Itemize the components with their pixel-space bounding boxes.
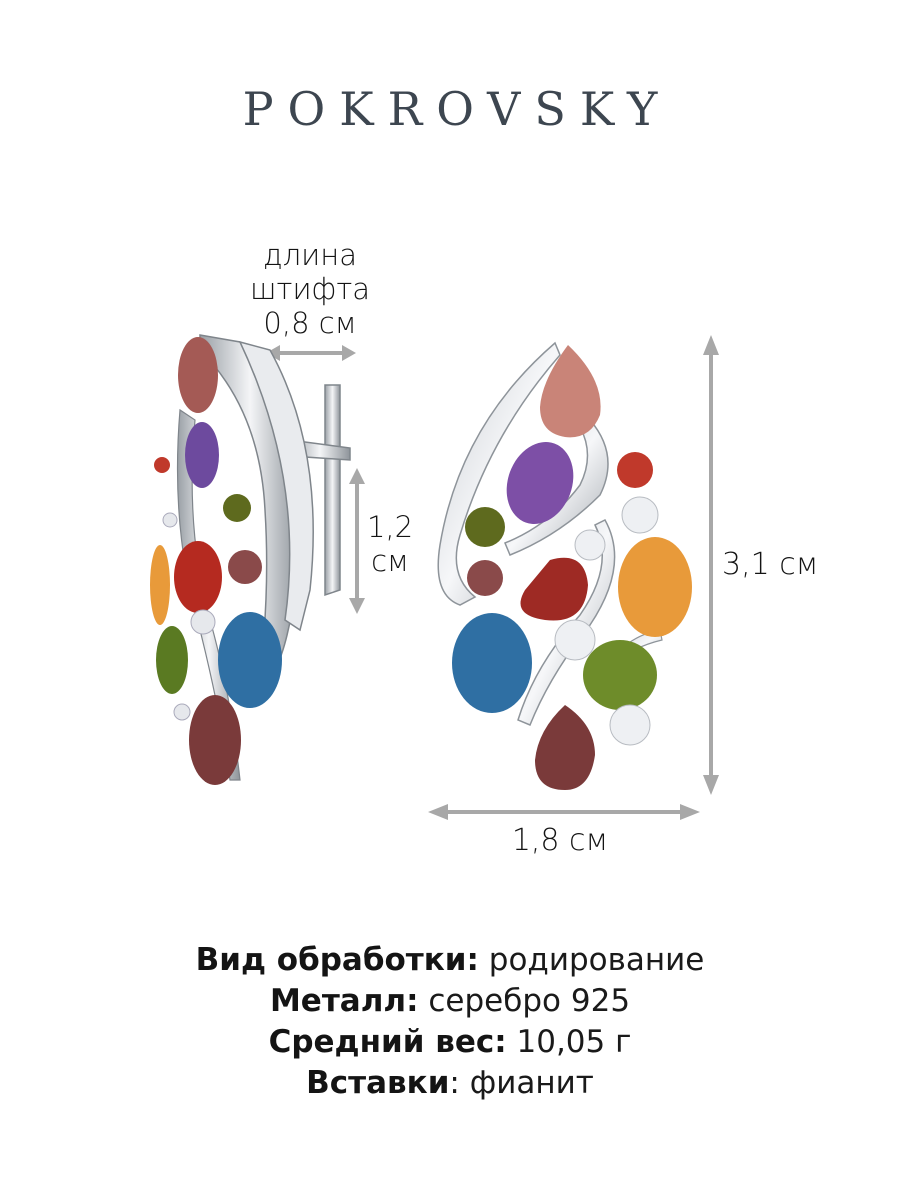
spec-weight-key: Средний вес:	[268, 1024, 507, 1060]
spec-weight-value: 10,05 г	[506, 1024, 632, 1060]
spec-inserts-key: Вставки	[306, 1065, 450, 1101]
pin-length-line2: штифта	[249, 272, 371, 306]
spec-finish: Вид обработки: родирование	[0, 940, 900, 981]
clasp-height-value: 1,2	[366, 510, 414, 544]
pin-length-arrow	[266, 345, 356, 361]
product-specs: Вид обработки: родирование Металл: сереб…	[0, 940, 900, 1104]
earring-side-view-image	[150, 334, 351, 785]
pin-length-line3: 0,8 см	[263, 306, 357, 340]
clasp-height-arrow	[349, 468, 365, 614]
clasp-height-unit: см	[371, 544, 409, 578]
brand-logo: POKROVSKY	[242, 82, 672, 136]
spec-metal-key: Металл:	[269, 983, 419, 1019]
clasp-height-label: 1,2 см	[362, 510, 418, 578]
pin-length-line1: длина	[262, 238, 357, 272]
spec-metal: Металл: серебро 925	[0, 981, 900, 1022]
spec-inserts-value: : фианит	[449, 1065, 594, 1101]
total-height-arrow	[703, 335, 719, 795]
total-width-arrow	[428, 804, 700, 820]
pin-length-label: длина штифта 0,8 см	[230, 238, 390, 340]
spec-metal-value: серебро 925	[418, 983, 631, 1019]
spec-inserts: Вставки: фианит	[0, 1063, 900, 1104]
total-width-label: 1,8 см	[511, 823, 609, 858]
earring-front-view-image	[437, 341, 692, 790]
spec-weight: Средний вес: 10,05 г	[0, 1022, 900, 1063]
total-height-label: 3,1 см	[722, 547, 819, 582]
spec-finish-key: Вид обработки:	[195, 942, 479, 978]
spec-finish-value: родирование	[478, 942, 705, 978]
